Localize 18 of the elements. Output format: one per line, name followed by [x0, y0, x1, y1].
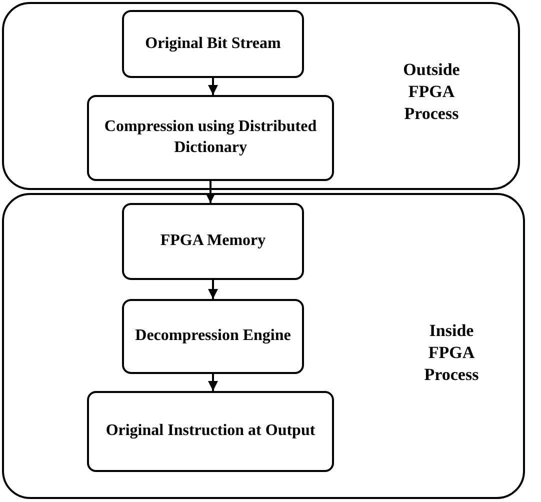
- box-label: Compression using Distributed Dictionary: [103, 117, 318, 158]
- group-label: Outside FPGA Process: [402, 59, 461, 126]
- process-box: [122, 203, 304, 280]
- process-box: [87, 95, 334, 181]
- group-container: [2, 2, 520, 190]
- arrow: [208, 374, 218, 391]
- arrow: [208, 78, 218, 95]
- box-label: Original Instruction at Output: [106, 421, 316, 442]
- group-label: Inside FPGA Process: [423, 320, 480, 386]
- process-box: [87, 391, 334, 472]
- group-container: [2, 193, 525, 499]
- box-label: Original Bit Stream: [145, 34, 281, 54]
- arrow: [208, 280, 218, 299]
- process-box: [122, 299, 304, 374]
- box-label: Decompression Engine: [135, 326, 291, 346]
- arrow: [206, 181, 216, 203]
- box-label: FPGA Memory: [160, 231, 266, 252]
- process-box: [122, 10, 304, 78]
